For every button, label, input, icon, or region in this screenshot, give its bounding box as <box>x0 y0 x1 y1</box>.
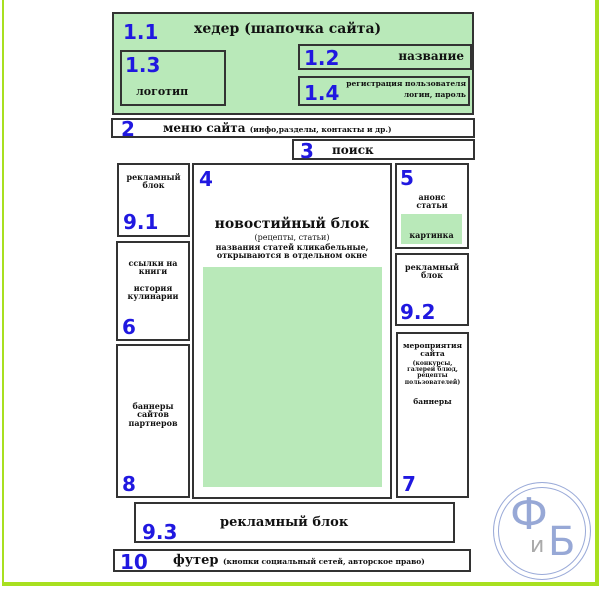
watermark-f: Ф <box>510 489 548 540</box>
news-content-area <box>203 267 382 487</box>
ad2-number: 9.2 <box>400 300 436 324</box>
footer-number: 10 <box>120 550 148 574</box>
events-line4: галереи блюд, <box>407 366 458 374</box>
links-line1: ссылки на <box>128 258 178 268</box>
partners-line3: партнеров <box>128 417 178 428</box>
news-line2: открываются в отдельном окне <box>216 250 368 261</box>
registration-number: 1.4 <box>304 81 340 105</box>
registration-line2: логин, пароль <box>403 89 466 99</box>
menu-sub: (инфо,разделы, контакты и др.) <box>249 125 392 134</box>
links-number: 6 <box>122 315 136 339</box>
ad1-line1: рекламный <box>126 172 181 182</box>
news-sub: (рецепты, статьи) <box>254 232 330 242</box>
header-number: 1.1 <box>123 20 159 44</box>
name-number: 1.2 <box>304 46 340 70</box>
partners-number: 8 <box>122 472 136 496</box>
news-block: 4 новостийный блок (рецепты, статьи) наз… <box>192 163 392 499</box>
registration-line1: регистрация пользователя <box>346 79 466 88</box>
ad3-label: рекламный блок <box>220 515 349 530</box>
links-line3: история <box>133 282 173 293</box>
news-number: 4 <box>199 167 213 191</box>
watermark-logo: Ф и Б <box>493 482 591 580</box>
announce-image: картинка <box>401 214 462 244</box>
footer-block: 10 футер (кнопки социальный сетей, автор… <box>113 549 471 574</box>
ad2-line1: рекламный <box>404 262 460 272</box>
announce-number: 5 <box>400 166 414 190</box>
events-block: мероприятия сайта (конкурсы, галереи блю… <box>396 332 469 498</box>
ad-block-3: 9.3 рекламный блок <box>134 502 455 544</box>
events-line3: (конкурсы, <box>412 359 453 367</box>
logo-number: 1.3 <box>125 53 161 77</box>
events-line2: сайта <box>420 348 445 358</box>
events-line7: баннеры <box>413 396 452 406</box>
menu-label: меню сайта <box>163 121 246 135</box>
announce-line1: анонс <box>418 192 446 202</box>
links-line4: кулинарии <box>127 291 179 302</box>
footer-sub: (кнопки социальный сетей, авторское прав… <box>223 557 425 566</box>
header-block: 1.1 хедер (шапочка сайта) 1.3 логотип 1.… <box>112 12 474 115</box>
header-title: хедер (шапочка сайта) <box>194 21 382 37</box>
name-label: название <box>398 49 464 63</box>
logo-label: логотип <box>136 85 189 98</box>
announce-image-label: картинка <box>409 230 454 240</box>
events-number: 7 <box>402 472 416 496</box>
logo-block: 1.3 логотип <box>120 50 226 106</box>
partners-line2: сайтов <box>137 409 169 420</box>
ad2-line2: блок <box>420 270 444 281</box>
menu-block: 2 меню сайта (инфо,разделы, контакты и д… <box>111 117 475 141</box>
events-line6: пользователей) <box>404 378 461 386</box>
links-line2: книги <box>138 266 168 277</box>
name-block: 1.2 название <box>298 44 472 70</box>
footer-label: футер <box>173 553 219 568</box>
links-block: ссылки на книги история кулинарии 6 <box>116 241 190 341</box>
news-line1: названия статей кликабельные, <box>215 242 369 253</box>
ad3-number: 9.3 <box>142 520 178 544</box>
events-line5: рецепты <box>417 372 448 380</box>
search-label: поиск <box>332 143 374 157</box>
partners-line1: баннеры <box>132 401 174 411</box>
events-line1: мероприятия <box>402 341 463 350</box>
ad1-number: 9.1 <box>123 210 159 234</box>
menu-number: 2 <box>121 117 135 141</box>
partners-block: баннеры сайтов партнеров 8 <box>116 344 190 498</box>
search-block: 3 поиск <box>292 139 475 163</box>
watermark-b: Б <box>548 519 576 565</box>
search-number: 3 <box>300 139 314 163</box>
news-title: новостийный блок <box>214 216 370 232</box>
announce-line2: статьи <box>416 200 448 211</box>
ad1-line2: блок <box>142 180 165 191</box>
watermark-i: и <box>530 533 545 558</box>
